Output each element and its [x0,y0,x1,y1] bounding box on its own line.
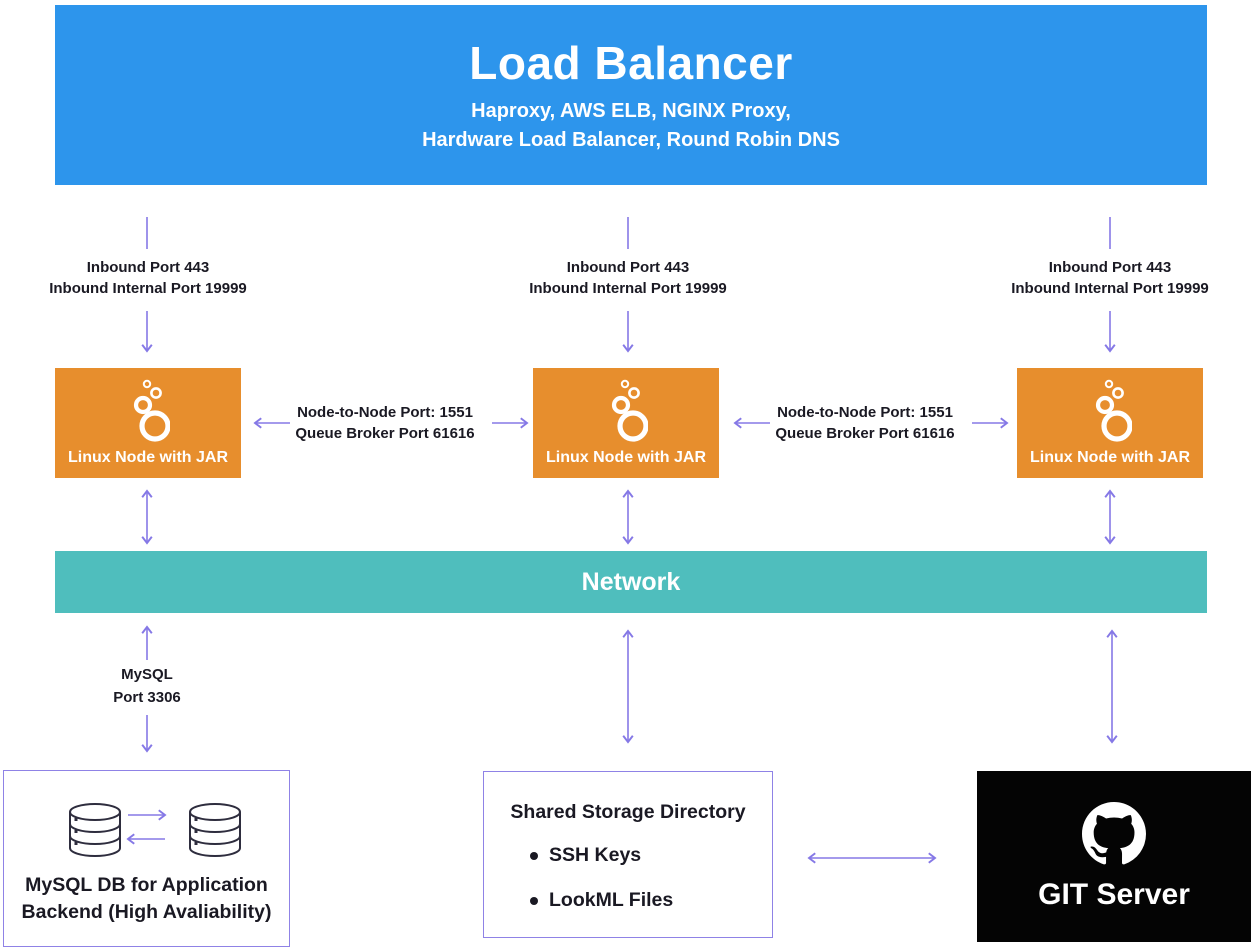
looker-icon [133,379,170,442]
load-balancer-subtitle-line2: Hardware Load Balancer, Round Robin DNS [422,128,840,151]
load-balancer-subtitle-line1: Haproxy, AWS ELB, NGINX Proxy, [471,99,791,122]
network-label: Network [581,567,681,596]
github-icon [1082,801,1146,864]
network-box: Network [55,551,1207,613]
git-server-box: GIT Server [977,771,1251,942]
git-server-label: GIT Server [1038,877,1190,911]
inbound-label-right: Inbound Port 443 Inbound Internal Port 1… [1011,259,1209,297]
linux-node-3: Linux Node with JAR [1017,368,1203,478]
database-icon [189,803,241,857]
shared-storage-title: Shared Storage Directory [510,801,746,823]
bullet-dot-icon [530,851,538,860]
database-icon [69,803,121,857]
linux-node-2: Linux Node with JAR [533,368,719,478]
load-balancer-subtitle: Haproxy, AWS ELB, NGINX Proxy, Hardware … [422,97,840,155]
inbound-label-center: Inbound Port 443 Inbound Internal Port 1… [529,259,727,297]
linux-node-label: Linux Node with JAR [546,449,706,466]
looker-icon [611,379,648,442]
linux-node-label: Linux Node with JAR [1030,449,1190,466]
shared-storage-list: SSH Keys LookML Files [530,844,673,934]
list-item: LookML Files [530,889,673,912]
linux-node-label: Linux Node with JAR [68,449,228,466]
inbound-label-left: Inbound Port 443 Inbound Internal Port 1… [49,259,247,297]
node-link-label-left: Node-to-Node Port: 1551 Queue Broker Por… [295,404,475,442]
load-balancer-title: Load Balancer [469,36,793,89]
bullet-dot-icon [530,896,538,905]
mysql-db-label: MySQL DB for Application Backend (High A… [21,874,272,923]
shared-storage-box: Shared Storage Directory SSH Keys LookML… [483,771,773,938]
node-link-label-right: Node-to-Node Port: 1551 Queue Broker Por… [775,404,955,442]
list-item: SSH Keys [530,844,673,867]
load-balancer-box: Load Balancer Haproxy, AWS ELB, NGINX Pr… [55,5,1207,185]
mysql-db-box: MySQL DB for Application Backend (High A… [3,770,290,947]
looker-icon [1095,379,1132,442]
mysql-link-label: MySQL Port 3306 [113,666,181,706]
linux-node-1: Linux Node with JAR [55,368,241,478]
